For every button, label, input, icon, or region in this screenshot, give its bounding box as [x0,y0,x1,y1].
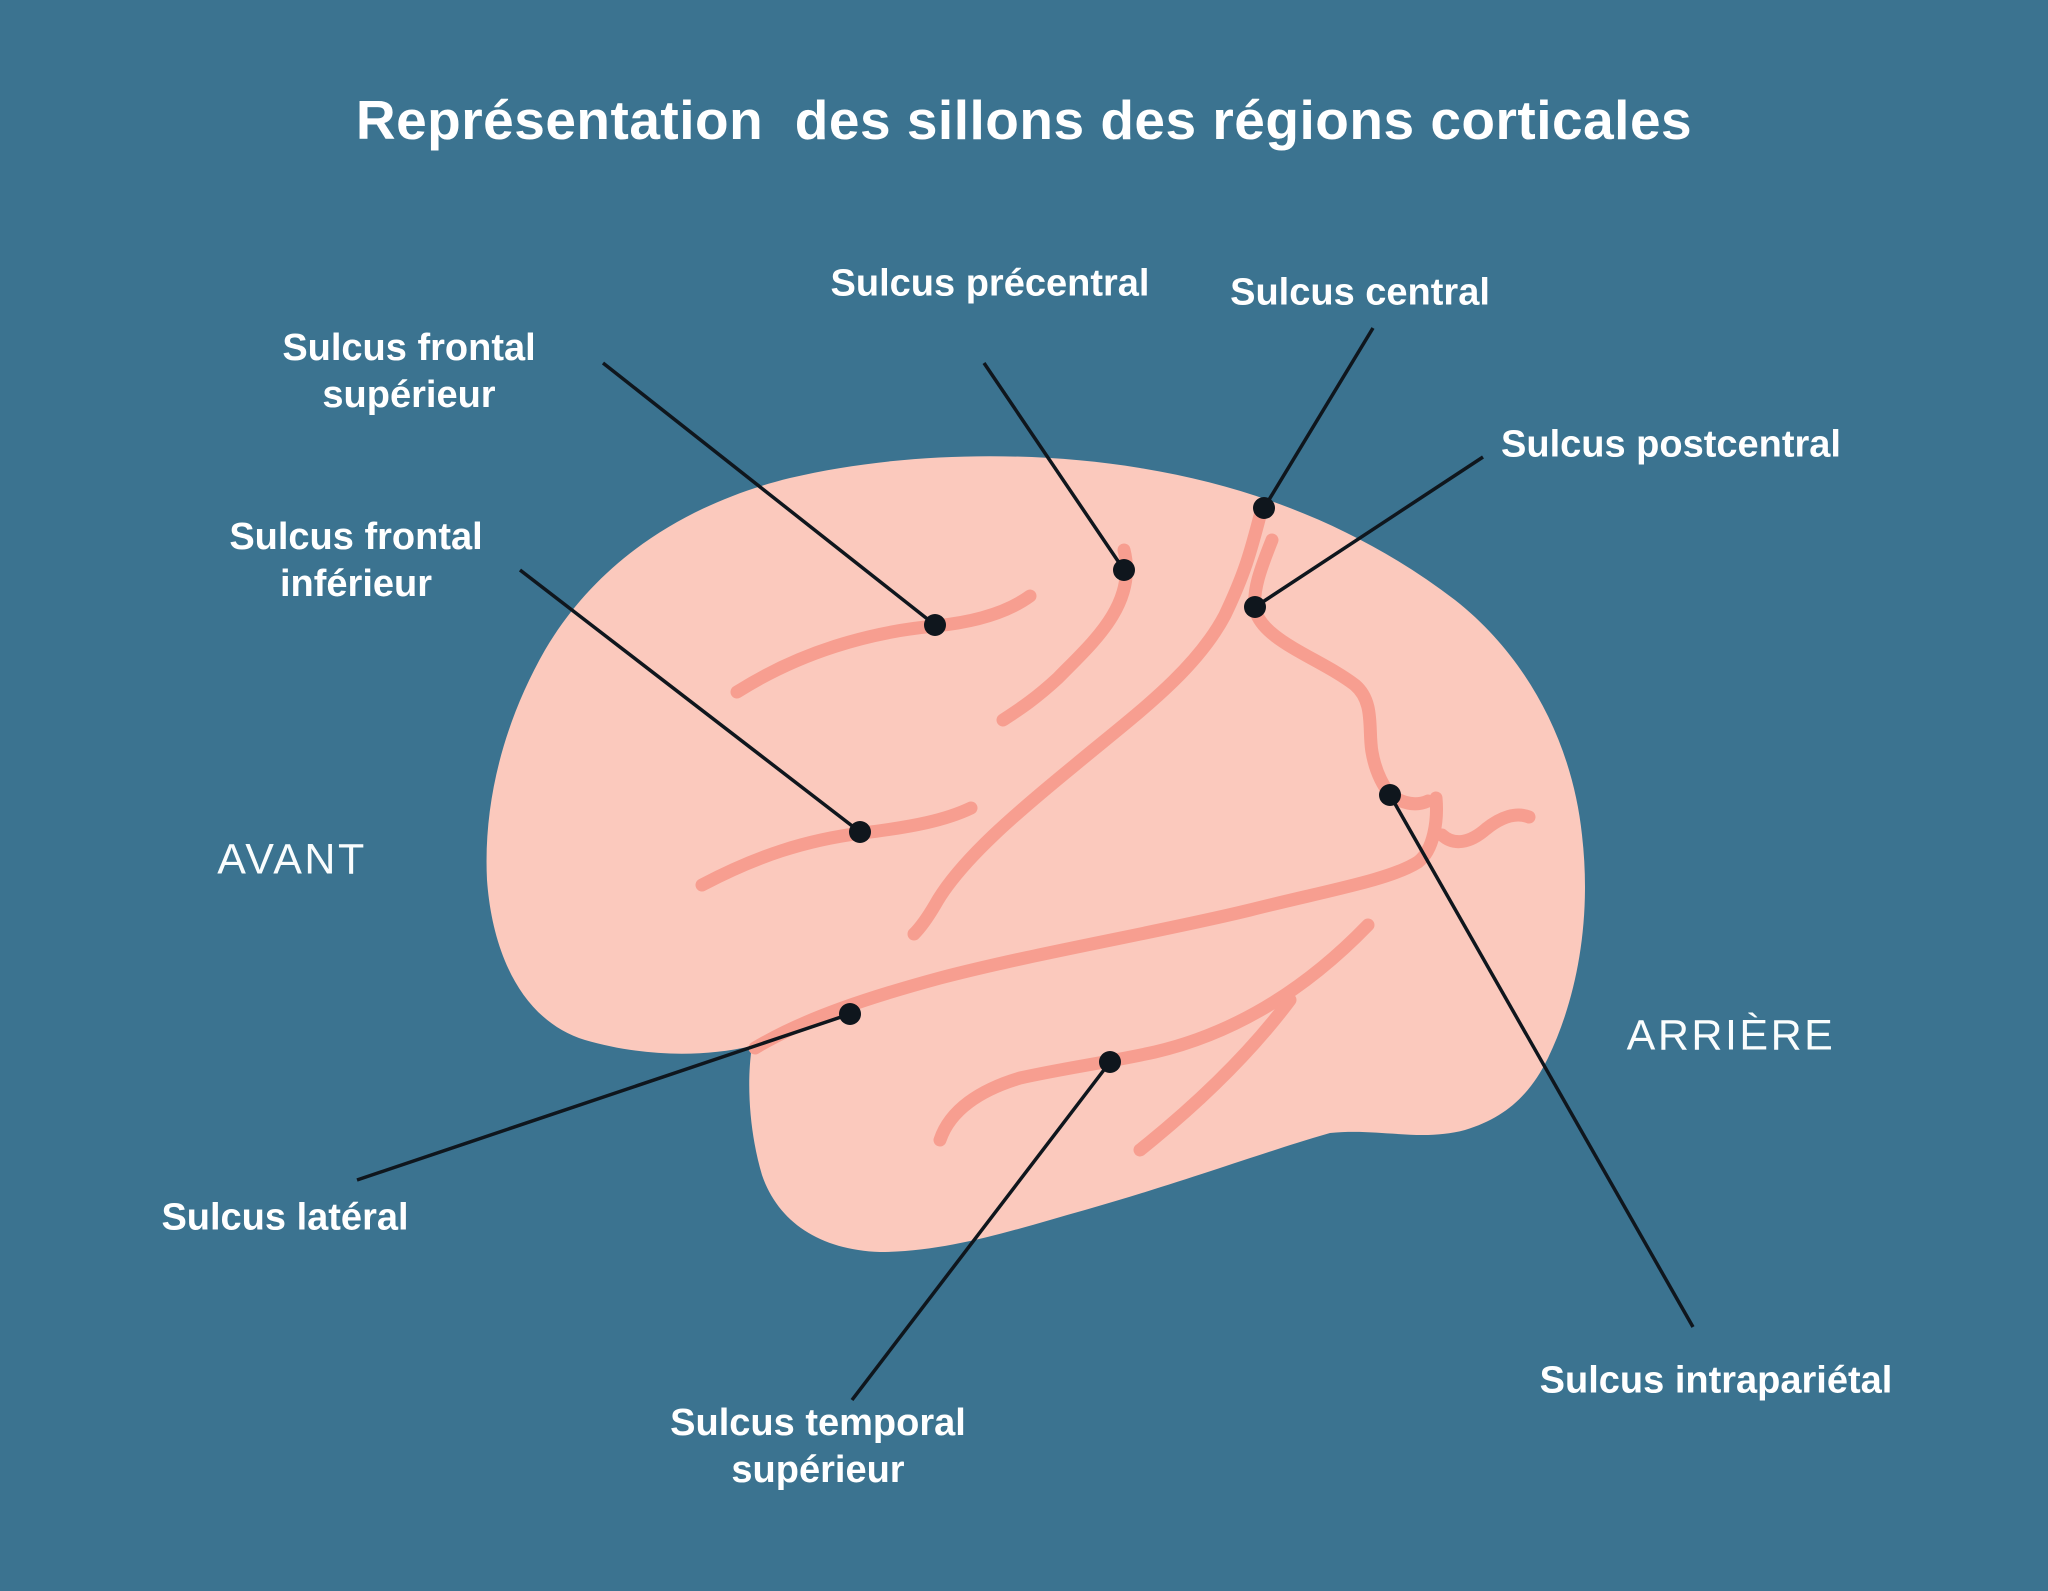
label-sulcus-lateral: Sulcus latéral [161,1196,409,1239]
label-line: supérieur [731,1449,905,1491]
label-line: inférieur [279,563,433,605]
label-line: Sulcus temporal [670,1401,966,1444]
temporal-short-line [1133,993,1297,1157]
leader-temporal-superieur [850,1060,1112,1402]
dot-intraparietal [1379,784,1401,806]
leader-frontal-inferieur [518,568,862,834]
label-line: Sulcus frontal [282,326,536,369]
sulcus-central-line [907,501,1269,941]
dot-frontal-inferieur [849,821,871,843]
sulcus-postcentral-line [1248,533,1398,803]
leader-lateral [356,1012,851,1182]
leader-postcentral [1254,455,1484,609]
leader-frontal-superieur [601,361,937,627]
orientation-back: ARRIÈRE [1626,1011,1836,1060]
dot-frontal-superieur [924,614,946,636]
label-sulcus-frontal-inferieur: Sulcus frontal inférieur [229,514,482,608]
dot-postcentral [1244,596,1266,618]
sulcus-precentral-line [996,543,1133,727]
parietal-wiggle [1435,808,1536,849]
label-sulcus-temporal-superieur: Sulcus temporal supérieur [670,1400,966,1494]
orientation-front: AVANT [217,835,367,884]
dot-central [1253,497,1275,519]
label-sulcus-precentral: Sulcus précentral [830,262,1150,305]
leader-central [1262,327,1375,509]
label-line: Sulcus frontal [229,515,483,558]
label-sulcus-frontal-superieur: Sulcus frontal supérieur [282,325,535,419]
leader-lines [356,327,1695,1402]
dot-lateral [839,1003,861,1025]
label-sulcus-intraparietal: Sulcus intrapariétal [1539,1359,1893,1402]
label-sulcus-postcentral: Sulcus postcentral [1501,423,1841,466]
anchor-dots [839,497,1401,1073]
leader-intraparietal [1388,794,1695,1328]
label-line: supérieur [322,374,496,416]
dot-precentral [1113,559,1135,581]
sulcus-lateral-line [748,791,1443,1055]
leader-precentral [982,362,1126,571]
dot-temporal-superieur [1099,1051,1121,1073]
label-sulcus-central: Sulcus central [1230,271,1490,314]
sulcus-frontal-superieur-line [730,589,1037,699]
page-title: Représentation des sillons des régions c… [355,89,1693,151]
